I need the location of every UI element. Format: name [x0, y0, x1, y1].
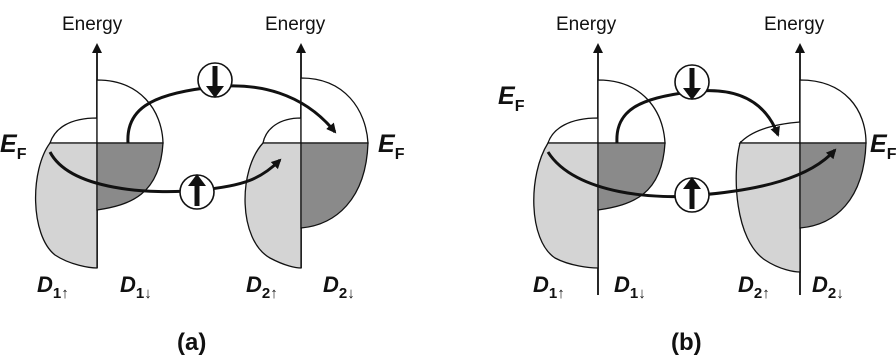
fermi-label-right: EF	[378, 130, 405, 163]
dos-d2-up-empty	[738, 121, 801, 144]
spin-down-icon	[674, 64, 710, 100]
dos-d1-up-filled	[34, 142, 98, 269]
d1-up-label: D1↑	[533, 272, 565, 302]
d2-up-label: D2↑	[246, 272, 278, 302]
d2-down-label: D2↓	[812, 272, 844, 302]
fermi-label-right: EF	[870, 130, 896, 163]
energy-label-left: Energy	[556, 14, 617, 35]
dos-d2-up-filled	[244, 142, 302, 269]
d1-up-label: D1↑	[37, 272, 69, 302]
dos-d1-down-filled	[96, 142, 164, 211]
panel-b: Energy Energy EF EF D1↑ D1↓ D2↑ D2↓ (b)	[498, 14, 896, 356]
dos-d1-down-empty	[96, 79, 164, 144]
panel-label-b: (b)	[671, 329, 702, 356]
energy-label-left: Energy	[62, 14, 123, 35]
energy-label-right: Energy	[764, 14, 825, 35]
dos-d2-down-empty	[799, 79, 867, 144]
dos-d2-down-filled	[799, 142, 867, 229]
dos-d2-down-filled	[300, 142, 369, 229]
dos-d1-down-filled	[597, 142, 666, 211]
d1-down-label: D1↓	[120, 272, 152, 302]
dos-d1-up-empty	[547, 117, 599, 144]
dos-d2-up-empty	[262, 117, 302, 144]
fermi-label-left: EF	[498, 82, 525, 115]
dos-d1-down-empty	[597, 79, 666, 144]
dos-d1-up-empty	[49, 117, 98, 144]
d1-down-label: D1↓	[614, 272, 646, 302]
dos-d1-up-filled	[533, 142, 599, 269]
d2-up-label: D2↑	[738, 272, 770, 302]
dos-d2-up-filled	[735, 142, 801, 273]
fermi-label-left: EF	[0, 130, 27, 163]
panel-label-a: (a)	[177, 329, 206, 356]
spin-up-icon	[674, 177, 710, 213]
spin-up-icon	[179, 174, 215, 210]
spin-down-icon	[197, 62, 233, 98]
d2-down-label: D2↓	[323, 272, 355, 302]
energy-label-right: Energy	[265, 14, 326, 35]
panel-a: Energy Energy EF EF D1↑ D1↓ D2↑ D2↓ (a)	[0, 14, 405, 356]
